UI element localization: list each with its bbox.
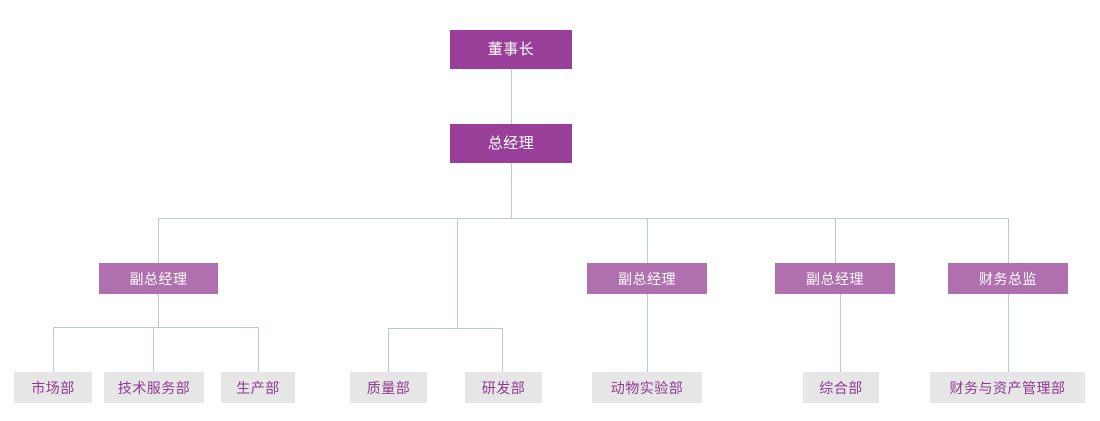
connector-gm-down [511, 163, 512, 218]
connector-to-dept-general-affairs [840, 294, 841, 372]
connector-bus-to-exec-2 [647, 218, 648, 263]
node-deputy-gm-3[interactable]: 副总经理 [775, 263, 895, 294]
node-chairman[interactable]: 董事长 [450, 30, 572, 69]
node-dept-quality[interactable]: 质量部 [350, 372, 427, 403]
connector-exec-1-bus [53, 327, 259, 328]
node-dept-general-affairs[interactable]: 综合部 [803, 372, 879, 403]
connector-to-dept-marketing [53, 327, 54, 372]
node-dept-animal-lab[interactable]: 动物实验部 [592, 372, 702, 403]
connector-to-dept-production [258, 327, 259, 372]
connector-executive-bus [158, 218, 1009, 219]
node-deputy-gm-1[interactable]: 副总经理 [99, 263, 218, 294]
node-general-manager[interactable]: 总经理 [450, 124, 572, 163]
node-dept-production[interactable]: 生产部 [221, 372, 295, 403]
node-dept-marketing[interactable]: 市场部 [14, 372, 92, 403]
connector-bus-to-exec-4 [1008, 218, 1009, 263]
node-dept-rd[interactable]: 研发部 [465, 372, 542, 403]
connector-bus-to-quality-rd-branch [457, 218, 458, 328]
node-deputy-gm-2[interactable]: 副总经理 [587, 263, 707, 294]
connector-to-dept-finance-asset [1008, 294, 1009, 372]
connector-quality-rd-bus [388, 328, 503, 329]
node-dept-tech-service[interactable]: 技术服务部 [104, 372, 204, 403]
node-finance-director[interactable]: 财务总监 [948, 263, 1068, 294]
connector-to-dept-quality [388, 328, 389, 372]
node-dept-finance-asset[interactable]: 财务与资产管理部 [930, 372, 1085, 403]
connector-to-dept-tech-service [153, 327, 154, 372]
connector-exec-1-down [158, 294, 159, 327]
connector-to-dept-animal-lab [647, 294, 648, 372]
connector-chairman-to-gm [511, 69, 512, 124]
connector-to-dept-rd [502, 328, 503, 372]
connector-bus-to-exec-3 [835, 218, 836, 263]
connector-bus-to-exec-1 [158, 218, 159, 263]
